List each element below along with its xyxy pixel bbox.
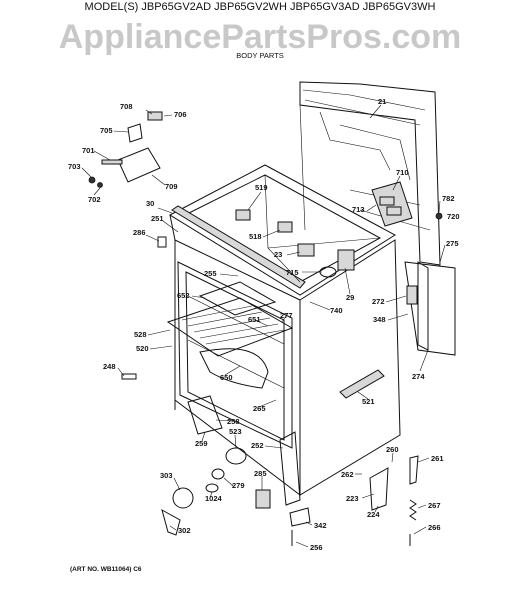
callout-23: 23 [274, 250, 282, 259]
callout-272: 272 [372, 297, 385, 306]
bake-element-part [199, 348, 269, 389]
callout-29: 29 [346, 293, 354, 302]
broil-element-part [198, 281, 277, 316]
callout-652: 652 [177, 291, 190, 300]
oven-rack-part [166, 297, 294, 357]
callout-650: 650 [220, 373, 233, 382]
callout-342: 342 [314, 521, 327, 530]
callout-720: 720 [447, 212, 460, 221]
callout-260: 260 [386, 445, 399, 454]
callout-262: 262 [341, 470, 354, 479]
callout-285: 285 [254, 469, 267, 478]
callout-519: 519 [255, 183, 268, 192]
callout-labels: 708 706 705 701 703 702 709 21 710 782 7… [68, 97, 460, 552]
callout-701: 701 [82, 146, 95, 155]
callout-275: 275 [446, 239, 459, 248]
callout-261: 261 [431, 454, 444, 463]
callout-277: 277 [280, 311, 293, 320]
callout-267: 267 [428, 501, 441, 510]
callout-1024: 1024 [205, 494, 223, 503]
callout-708: 708 [120, 102, 133, 111]
watermark-text: AppliancePartsPros.com [59, 18, 461, 56]
callout-279: 279 [232, 481, 245, 490]
control-parts [88, 111, 163, 188]
model-list: MODEL(S) JBP65GV2AD JBP65GV2WH JBP65GV3A… [85, 1, 436, 13]
section-title: BODY PARTS [236, 51, 284, 60]
hinge-bracket-part [279, 431, 301, 506]
callout-251: 251 [151, 214, 164, 223]
art-number: (ART NO. WB11064) C6 [70, 566, 142, 573]
callout-523: 523 [229, 427, 242, 436]
callout-248: 248 [103, 362, 116, 371]
small-hardware-parts [121, 209, 443, 546]
callout-256: 256 [310, 543, 323, 552]
callout-348: 348 [373, 315, 386, 324]
callout-521: 521 [362, 397, 375, 406]
callout-782: 782 [442, 194, 455, 203]
callout-258: 258 [227, 417, 240, 426]
callout-740: 740 [330, 306, 343, 315]
callout-706: 706 [174, 110, 187, 119]
kick-panel-part [187, 395, 223, 435]
callout-703: 703 [68, 162, 81, 171]
callout-651: 651 [248, 315, 261, 324]
leader-lines [81, 104, 446, 548]
callout-30: 30 [146, 199, 154, 208]
callout-303: 303 [160, 471, 173, 480]
callout-715: 715 [286, 268, 299, 277]
callout-528: 528 [134, 330, 147, 339]
callout-710: 710 [396, 168, 409, 177]
callout-705: 705 [100, 126, 113, 135]
callout-518: 518 [249, 232, 262, 241]
callout-709: 709 [165, 182, 178, 191]
callout-266: 266 [428, 523, 441, 532]
callout-21: 21 [378, 97, 386, 106]
callout-224: 224 [367, 510, 380, 519]
callout-520: 520 [136, 344, 149, 353]
callout-252: 252 [251, 441, 264, 450]
callout-255: 255 [204, 269, 217, 278]
back-panel-part [299, 81, 441, 266]
callout-265: 265 [253, 404, 266, 413]
callout-702: 702 [88, 195, 101, 204]
callout-286: 286 [133, 228, 146, 237]
callout-302: 302 [178, 526, 191, 535]
callout-259: 259 [195, 439, 208, 448]
terminal-block-part [371, 181, 413, 227]
callout-713: 713 [352, 205, 365, 214]
cabinet-body-part [168, 164, 401, 497]
callout-223: 223 [346, 494, 359, 503]
side-trim-part [404, 261, 456, 356]
callout-274: 274 [412, 372, 425, 381]
